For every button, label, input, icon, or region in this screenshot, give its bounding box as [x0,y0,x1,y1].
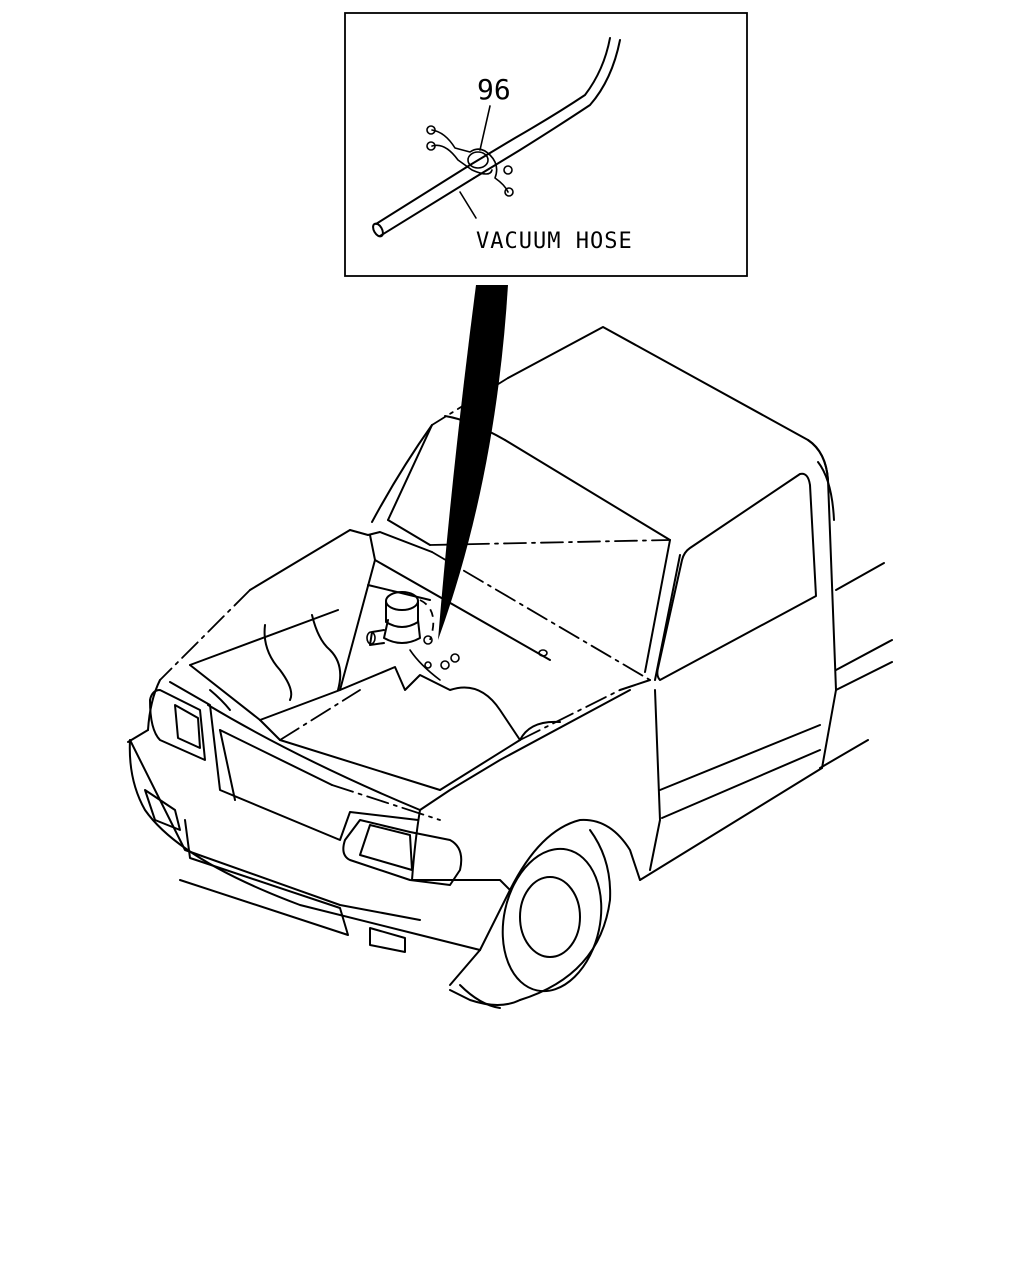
inset-detail-panel: 96 VACUUM HOSE [344,12,748,277]
part-number-label: 96 [477,73,511,106]
leader-wedge-icon [438,285,508,640]
vacuum-hose-icon [372,37,621,238]
pickup-truck-outline [127,326,893,1009]
part-name-label: VACUUM HOSE [476,229,633,254]
vacuum-pump-icon [366,591,460,681]
hose-clip-icon [426,125,514,197]
